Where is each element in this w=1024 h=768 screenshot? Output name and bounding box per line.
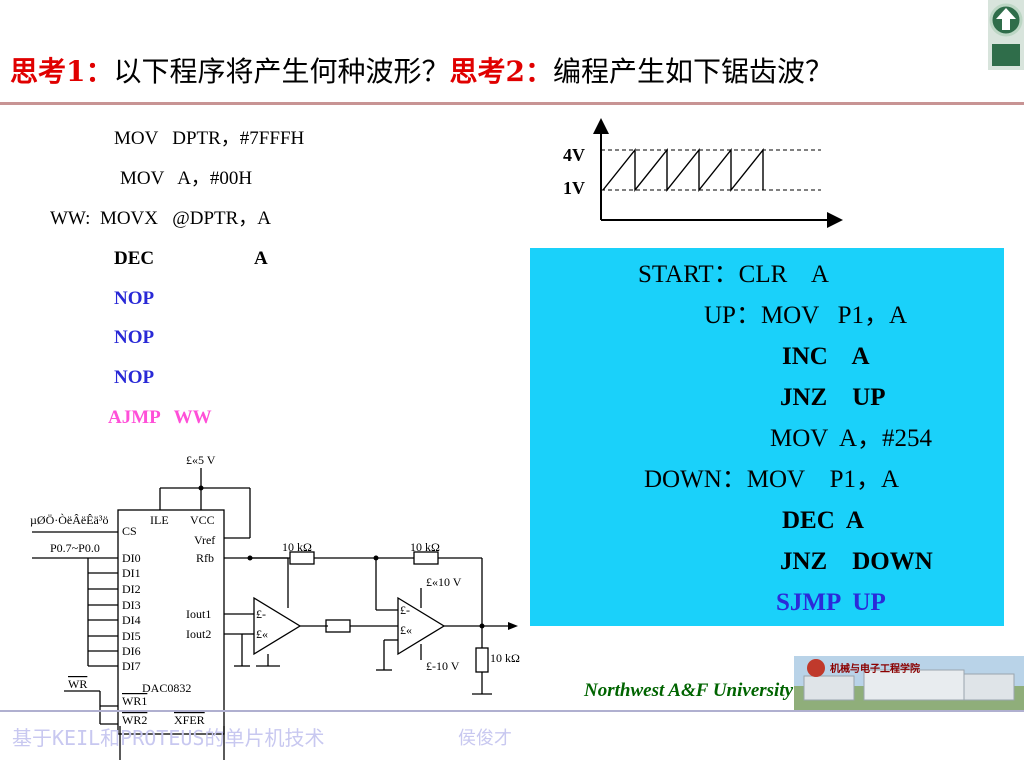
opamp2-minus: £- — [400, 603, 410, 617]
page-title: 思考1：以下程序将产生何种波形？思考2：编程产生如下锯齿波？ — [10, 52, 1000, 92]
sawtooth-teeth — [602, 148, 764, 192]
pin-cs: CS — [122, 524, 137, 538]
label-wr: WR — [68, 677, 87, 691]
pin-rfb: Rfb — [196, 551, 214, 565]
code-line: SJMP UP — [776, 589, 886, 616]
code-line: START：CLR A — [638, 261, 829, 288]
question2-text: 编程产生如下锯齿波？ — [552, 55, 833, 88]
code-line: MOV A，#00H — [120, 168, 253, 189]
opamp-1 — [253, 596, 302, 656]
code-line: NOP — [114, 288, 155, 309]
pin-wr2: WR2 — [122, 713, 147, 727]
pin-di2: DI2 — [122, 582, 141, 596]
code-line: JNZ DOWN — [780, 548, 933, 575]
pin-di4: DI4 — [122, 613, 141, 627]
sawtooth-waveform: 4V 1V — [563, 118, 843, 228]
college-logo-text: 机械与电子工程学院 — [830, 662, 920, 675]
author-name: 侯俊才 — [458, 728, 512, 749]
college-logo-image: 机械与电子工程学院 — [794, 656, 1024, 710]
pin-di5: DI5 — [122, 629, 141, 643]
code-op: DEC — [114, 248, 155, 269]
code-line: MOV A，#254 — [770, 425, 933, 452]
pin-iout2: Iout2 — [186, 627, 211, 641]
label-data-bus: P0.7~P0.0 — [50, 541, 100, 555]
label-vpos: £«10 V — [426, 575, 462, 589]
opamp2-plus: £« — [400, 623, 412, 637]
pin-di1: DI1 — [122, 566, 141, 580]
code-line: AJMP WW — [108, 407, 212, 428]
pin-wr1: WR1 — [122, 694, 147, 708]
sawtooth-path — [602, 148, 764, 192]
label-1v: 1V — [563, 178, 585, 198]
question1-label: 思考1： — [10, 55, 114, 88]
question2-label: 思考2： — [449, 55, 553, 88]
pin-di0: DI0 — [122, 551, 141, 565]
label-r3: 10 kΩ — [490, 651, 520, 665]
label-vcc-5v: £«5 V — [186, 453, 216, 467]
code-line: DOWN：MOV P1，A — [644, 466, 900, 493]
code-arg: A — [254, 248, 268, 269]
opamp1-plus: £« — [256, 627, 268, 641]
code-line: UP：MOV P1，A — [704, 302, 908, 329]
code-line: INC A — [782, 343, 870, 370]
pin-vref: Vref — [194, 533, 215, 547]
pin-xfer: XFER — [174, 713, 205, 727]
university-name: Northwest A&F University — [584, 680, 794, 701]
label-r2: 10 kΩ — [410, 540, 440, 554]
home-icon[interactable] — [988, 0, 1024, 70]
pin-di7: DI7 — [122, 659, 141, 673]
code-line: MOV DPTR，#7FFFH — [114, 128, 305, 149]
pin-vcc: VCC — [190, 513, 215, 527]
pin-iout1: Iout1 — [186, 607, 211, 621]
question1-text: 以下程序将产生何种波形？ — [113, 55, 450, 88]
label-addr-decode: µØÖ·ÒëÂëÊä³ö — [30, 513, 108, 527]
course-title: 基于KEIL和PROTEUS的单片机技术 — [12, 726, 325, 750]
code-line: DEC A — [782, 507, 864, 534]
resistor-r3 — [475, 647, 489, 673]
pin-di6: DI6 — [122, 644, 141, 658]
footer-divider — [0, 710, 1024, 712]
resistor-mid — [325, 619, 351, 633]
pin-di3: DI3 — [122, 598, 141, 612]
opamp1-minus: £- — [256, 607, 266, 621]
label-4v: 4V — [563, 145, 585, 165]
label-r1: 10 kΩ — [282, 540, 312, 554]
dac0832-circuit-diagram: £«5 V µØÖ·ÒëÂëÊä³ö P0.7~P0.0 WR DAC0832 … — [30, 453, 520, 760]
code-line: NOP — [114, 327, 155, 348]
label-chip: DAC0832 — [142, 681, 191, 695]
label-vneg: £-10 V — [426, 659, 460, 673]
program2-box: START：CLR A UP：MOV P1，A INC A JNZ UP MOV… — [530, 248, 1004, 626]
code-line: WW: MOVX @DPTR，A — [50, 208, 272, 229]
opamp-2 — [397, 596, 446, 656]
dac0832-chip — [117, 509, 225, 735]
pin-ile: ILE — [150, 513, 169, 527]
code-line: JNZ UP — [780, 384, 886, 411]
code-line: NOP — [114, 367, 155, 388]
title-divider — [0, 102, 1024, 105]
